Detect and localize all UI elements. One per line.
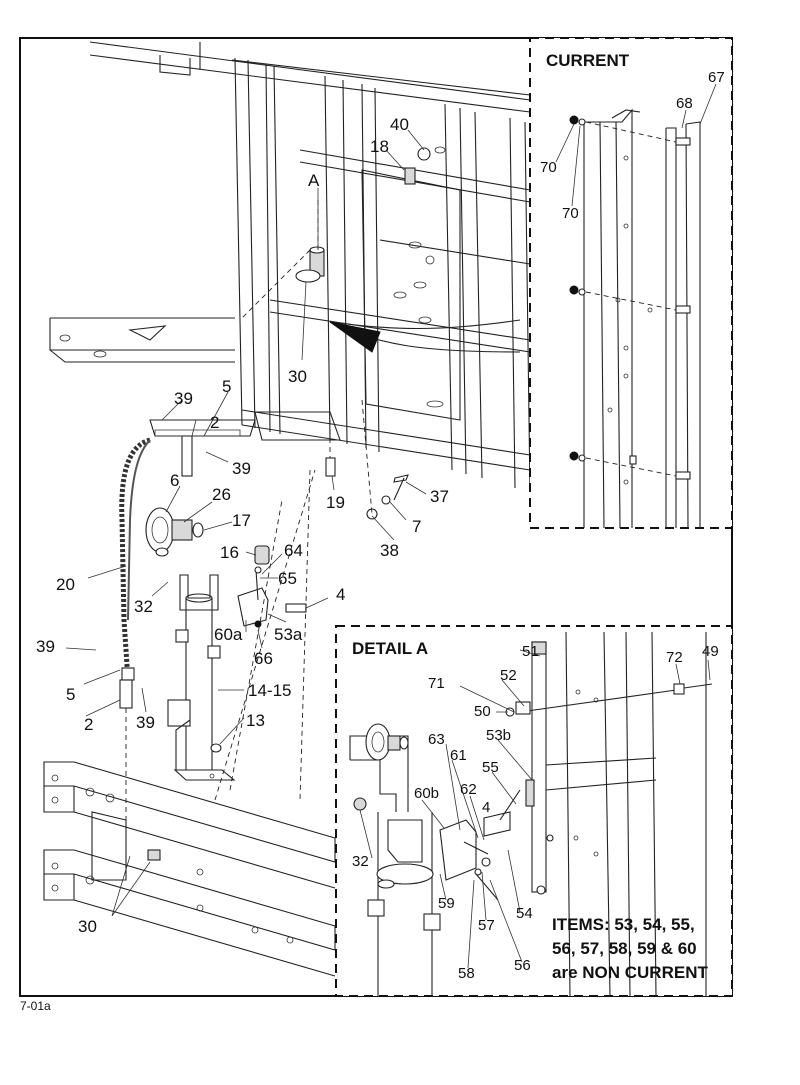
main-callouts: A 40 18 30 39 5 2 39 6 26 17 16 64 19 37… (36, 115, 449, 936)
detail-panel-title: DETAIL A (352, 639, 428, 658)
callout-20: 20 (56, 575, 75, 594)
callout-50: 50 (474, 703, 491, 720)
callout-39-upper-right: 39 (232, 459, 251, 478)
callout-67: 67 (708, 69, 725, 86)
callout-17: 17 (232, 511, 251, 530)
main-leader-lines (65, 129, 427, 917)
callout-30-lower: 30 (78, 917, 97, 936)
callout-62: 62 (460, 781, 477, 798)
detail-a-panel: DETAIL A (335, 625, 733, 997)
callout-39-upper-left: 39 (174, 389, 193, 408)
callout-16: 16 (220, 543, 239, 562)
callout-56: 56 (514, 957, 531, 974)
callout-52: 52 (500, 667, 517, 684)
callout-72: 72 (666, 649, 683, 666)
callout-30-upper: 30 (288, 367, 307, 386)
callout-51: 51 (522, 643, 539, 660)
callout-A: A (308, 171, 320, 190)
current-panel: CURRENT 67 68 70 70 (529, 37, 733, 529)
callout-4-main: 4 (336, 585, 345, 604)
callout-53a: 53a (274, 625, 303, 644)
callout-54: 54 (516, 905, 533, 922)
callout-19: 19 (326, 493, 345, 512)
callout-5-lower: 5 (66, 685, 75, 704)
callout-65: 65 (278, 569, 297, 588)
callout-14-15: 14-15 (248, 681, 291, 700)
callout-2-lower: 2 (84, 715, 93, 734)
bolt-row-bottom (569, 451, 691, 480)
callout-13: 13 (246, 711, 265, 730)
callout-26: 26 (212, 485, 231, 504)
callout-69: 70 (562, 205, 579, 222)
callout-6: 6 (170, 471, 179, 490)
bolt-row-middle (569, 285, 691, 314)
callout-64: 64 (284, 541, 303, 560)
callout-58: 58 (458, 965, 475, 982)
callout-63: 63 (428, 731, 445, 748)
callout-4-detail: 4 (482, 799, 490, 816)
callout-40: 40 (390, 115, 409, 134)
callout-66: 66 (254, 649, 273, 668)
current-panel-title: CURRENT (546, 51, 630, 70)
callout-39-lower-right: 39 (136, 713, 155, 732)
callout-60a: 60a (214, 625, 243, 644)
callout-7: 7 (412, 517, 421, 536)
callout-18: 18 (370, 137, 389, 156)
callout-68: 68 (676, 95, 693, 112)
callout-55: 55 (482, 759, 499, 776)
callout-49: 49 (702, 643, 719, 660)
callout-61: 61 (450, 747, 467, 764)
callout-57: 57 (478, 917, 495, 934)
callout-32-main: 32 (134, 597, 153, 616)
callout-37: 37 (430, 487, 449, 506)
non-current-note-line-1: ITEMS: 53, 54, 55, (552, 915, 695, 934)
callout-38: 38 (380, 541, 399, 560)
callout-60b: 60b (414, 785, 439, 802)
callout-53b: 53b (486, 727, 511, 744)
callout-39-lower-left: 39 (36, 637, 55, 656)
callout-59: 59 (438, 895, 455, 912)
non-current-note-line-3: are NON CURRENT (552, 963, 708, 982)
callout-2-upper: 2 (210, 413, 219, 432)
figure-id: 7-01a (20, 999, 51, 1013)
non-current-note-line-2: 56, 57, 58, 59 & 60 (552, 939, 697, 958)
callout-5-upper: 5 (222, 377, 231, 396)
callout-70: 70 (540, 159, 557, 176)
callout-71: 71 (428, 675, 445, 692)
callout-32-detail: 32 (352, 853, 369, 870)
